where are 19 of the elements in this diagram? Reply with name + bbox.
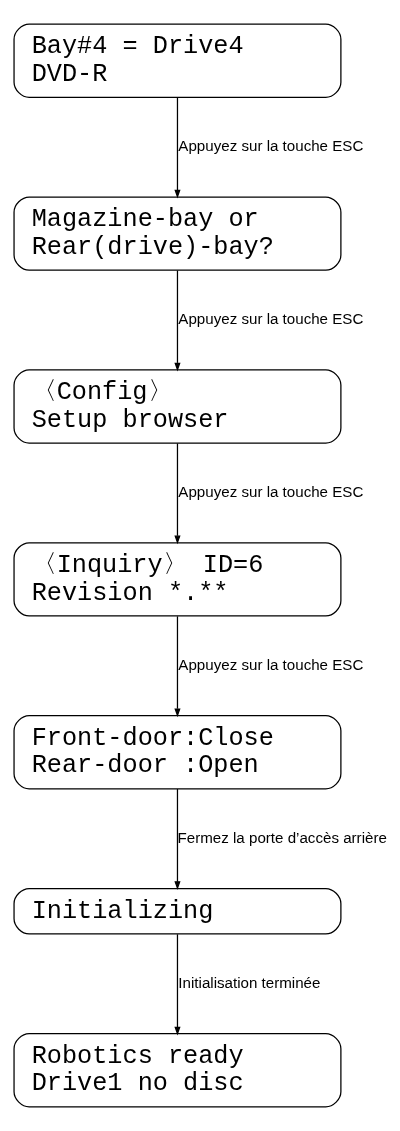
arrow xyxy=(173,788,181,891)
node-box: Robotics ready Drive1 no disc xyxy=(12,1033,341,1108)
arrow xyxy=(173,442,181,545)
arrow xyxy=(173,615,181,718)
node-box: Magazine-bay or Rear(drive)-bay? xyxy=(12,196,341,271)
node-box: 〈Inquiry〉 ID=6 Revision *.** xyxy=(12,542,341,617)
node-box: Initializing xyxy=(12,887,341,935)
node-box: Bay#4 = Drive4 DVD-R xyxy=(12,23,341,98)
node-box: 〈Config〉 Setup browser xyxy=(12,369,341,444)
arrow xyxy=(173,97,181,199)
edge-label: Appuyez sur la touche ESC xyxy=(177,137,363,155)
edge-label: Appuyez sur la touche ESC xyxy=(177,482,363,500)
node-box: Front-door:Close Rear-door :Open xyxy=(12,715,341,790)
edge-label: Initialisation terminée xyxy=(177,973,320,991)
edge-label: Fermez la porte d’accès arrière xyxy=(177,828,387,846)
edge-label: Appuyez sur la touche ESC xyxy=(177,655,363,673)
arrow xyxy=(173,269,181,372)
edge-label: Appuyez sur la touche ESC xyxy=(177,309,363,327)
arrow xyxy=(173,933,181,1036)
